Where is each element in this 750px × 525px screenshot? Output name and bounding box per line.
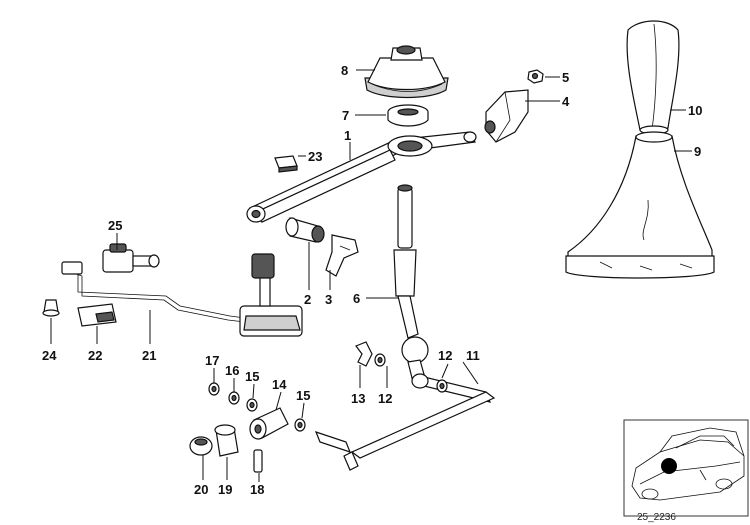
callout-10: 10: [688, 103, 702, 118]
callout-16: 16: [225, 363, 239, 378]
callout-3: 3: [325, 292, 332, 307]
callout-22: 22: [88, 348, 102, 363]
callout-7: 7: [342, 108, 349, 123]
callout-8: 8: [341, 63, 348, 78]
callout-25: 25: [108, 218, 122, 233]
callout-15-right: 15: [296, 388, 310, 403]
part-7-ring: [387, 104, 429, 127]
part-9-shift-boot: [565, 131, 715, 279]
part-12-washer-upper: [436, 379, 448, 393]
car-outline-icon: [631, 427, 745, 501]
callout-2: 2: [304, 292, 311, 307]
callout-23: 23: [308, 149, 322, 164]
callout-5: 5: [562, 70, 569, 85]
part-24-retainer: [42, 299, 60, 317]
callout-21: 21: [142, 348, 156, 363]
vehicle-location-thumbnail: [623, 419, 749, 517]
callout-6: 6: [353, 291, 360, 306]
callout-19: 19: [218, 482, 232, 497]
part-5-nut: [527, 69, 544, 84]
part-3-spring-clip: [325, 234, 359, 277]
callout-20: 20: [194, 482, 208, 497]
part-23-clip: [274, 155, 298, 173]
callout-13: 13: [351, 391, 365, 406]
callout-12-upper: 12: [438, 348, 452, 363]
part-1-shift-arm: [246, 131, 477, 223]
callout-17: 17: [205, 353, 219, 368]
part-2-bushing: [285, 217, 325, 243]
part-21-cable: [61, 253, 303, 337]
callout-24: 24: [42, 348, 57, 363]
callout-15-left: 15: [245, 369, 259, 384]
leader-lines: [50, 69, 692, 482]
part-15-washer-left: [246, 398, 258, 412]
part-19-sleeve: [214, 424, 239, 457]
part-14-bushing: [249, 407, 289, 440]
diagram-reference-code: 25_2236: [637, 512, 676, 523]
callout-labels: 8 7 1 5 4 10 9 23 25 2 3 6 24 22 21 12 1…: [42, 63, 702, 497]
part-18-pin: [253, 449, 263, 473]
part-22-clip: [77, 303, 117, 327]
part-11-selector-rod: [314, 373, 496, 471]
part-25-switch: [102, 243, 160, 273]
part-17-washer: [208, 382, 220, 396]
part-13-clip: [355, 341, 373, 367]
callout-9: 9: [694, 144, 701, 159]
part-6-shift-rod: [393, 184, 429, 383]
part-20-cap: [189, 436, 213, 456]
callout-12-lower: 12: [378, 391, 392, 406]
callout-4: 4: [562, 94, 570, 109]
part-16-washer: [228, 391, 240, 405]
part-15-washer-right: [294, 418, 306, 432]
part-12-washer-lower: [374, 353, 386, 367]
part-10-shift-knob: [626, 20, 680, 135]
callout-14: 14: [272, 377, 287, 392]
location-marker: [661, 458, 677, 474]
callout-11: 11: [466, 348, 480, 363]
part-8-boot: [364, 45, 449, 99]
callout-18: 18: [250, 482, 264, 497]
part-4-bracket: [484, 89, 529, 143]
callout-1: 1: [344, 128, 351, 143]
